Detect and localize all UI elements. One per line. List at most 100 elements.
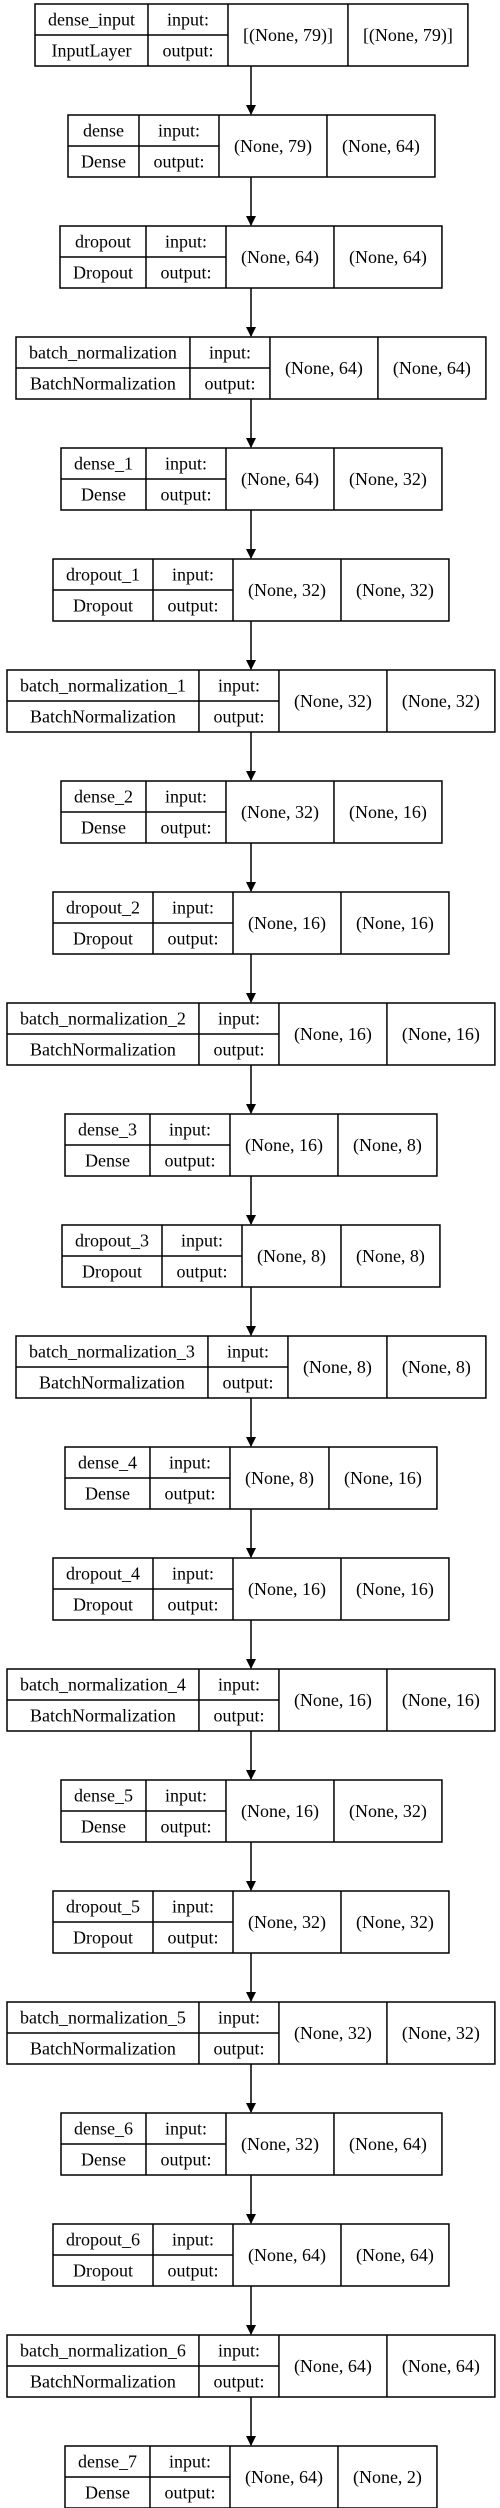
layer-type: Dense xyxy=(85,2483,130,2503)
output-label: output: xyxy=(213,1040,264,1060)
layer-type: Dense xyxy=(81,485,126,505)
layer-type: BatchNormalization xyxy=(30,1040,176,1060)
input-label: input: xyxy=(218,2341,260,2361)
input-label: input: xyxy=(165,1786,207,1806)
layer-name: dense_3 xyxy=(78,1120,137,1140)
layer-name: dense_7 xyxy=(78,2452,137,2472)
output-label: output: xyxy=(167,929,218,949)
input-shape: (None, 64) xyxy=(294,2356,372,2377)
output-shape: (None, 64) xyxy=(393,358,471,379)
layer-name: dropout_4 xyxy=(66,1564,140,1584)
output-label: output: xyxy=(176,1262,227,1282)
input-label: input: xyxy=(218,1009,260,1029)
layer-name: dense xyxy=(83,121,124,141)
output-shape: (None, 16) xyxy=(344,1468,422,1489)
output-label: output: xyxy=(160,818,211,838)
output-label: output: xyxy=(167,1928,218,1948)
layer-type: Dense xyxy=(81,2150,126,2170)
input-shape: (None, 8) xyxy=(303,1357,372,1378)
layer-name: batch_normalization_5 xyxy=(20,2008,186,2028)
output-shape: (None, 64) xyxy=(342,136,420,157)
output-label: output: xyxy=(213,2372,264,2392)
layer-type: BatchNormalization xyxy=(30,707,176,727)
input-shape: (None, 16) xyxy=(294,1024,372,1045)
output-shape: (None, 64) xyxy=(349,247,427,268)
output-shape: (None, 16) xyxy=(349,802,427,823)
layer-name: dropout_6 xyxy=(66,2230,140,2250)
layer-type: InputLayer xyxy=(52,41,132,61)
layer-type: Dense xyxy=(81,818,126,838)
layer-name: dense_6 xyxy=(74,2119,133,2139)
layer-type: Dense xyxy=(81,1817,126,1837)
input-shape: (None, 32) xyxy=(241,2134,319,2155)
layer-node: batch_normalization_4BatchNormalizationi… xyxy=(6,1668,496,1732)
layer-type: Dropout xyxy=(73,1928,133,1948)
layer-node: batch_normalization_2BatchNormalizationi… xyxy=(6,1002,496,1066)
layer-type: Dense xyxy=(85,1151,130,1171)
input-label: input: xyxy=(181,1231,223,1251)
output-label: output: xyxy=(164,1151,215,1171)
layer-type: Dropout xyxy=(73,263,133,283)
input-label: input: xyxy=(158,121,200,141)
layer-name: batch_normalization xyxy=(29,343,177,363)
input-shape: (None, 32) xyxy=(241,802,319,823)
output-shape: (None, 16) xyxy=(356,913,434,934)
input-label: input: xyxy=(172,1897,214,1917)
input-shape: (None, 8) xyxy=(257,1246,326,1267)
input-shape: (None, 79) xyxy=(234,136,312,157)
input-label: input: xyxy=(227,1342,269,1362)
output-shape: [(None, 79)] xyxy=(363,25,453,46)
input-shape: [(None, 79)] xyxy=(243,25,333,46)
output-label: output: xyxy=(160,2150,211,2170)
output-shape: (None, 8) xyxy=(356,1246,425,1267)
output-shape: (None, 2) xyxy=(353,2467,422,2488)
output-shape: (None, 32) xyxy=(402,2023,480,2044)
layer-name: dropout_1 xyxy=(66,565,140,585)
input-label: input: xyxy=(172,898,214,918)
output-label: output: xyxy=(167,1595,218,1615)
layer-name: dropout_2 xyxy=(66,898,140,918)
layer-type: BatchNormalization xyxy=(30,2039,176,2059)
output-label: output: xyxy=(204,374,255,394)
layer-type: Dropout xyxy=(73,929,133,949)
layer-type: BatchNormalization xyxy=(39,1373,185,1393)
layer-type: Dropout xyxy=(82,1262,142,1282)
layer-name: batch_normalization_1 xyxy=(20,676,186,696)
input-label: input: xyxy=(165,2119,207,2139)
output-label: output: xyxy=(164,1484,215,1504)
input-label: input: xyxy=(172,565,214,585)
output-label: output: xyxy=(213,707,264,727)
input-label: input: xyxy=(165,454,207,474)
layer-node: batch_normalization_5BatchNormalizationi… xyxy=(6,2001,496,2065)
input-shape: (None, 16) xyxy=(241,1801,319,1822)
output-shape: (None, 32) xyxy=(349,469,427,490)
input-label: input: xyxy=(169,1120,211,1140)
output-shape: (None, 32) xyxy=(356,1912,434,1933)
output-label: output: xyxy=(167,596,218,616)
layer-name: dense_1 xyxy=(74,454,133,474)
output-label: output: xyxy=(153,152,204,172)
input-label: input: xyxy=(172,2230,214,2250)
input-shape: (None, 32) xyxy=(248,580,326,601)
input-label: input: xyxy=(218,1675,260,1695)
input-label: input: xyxy=(167,10,209,30)
input-label: input: xyxy=(209,343,251,363)
output-label: output: xyxy=(160,263,211,283)
input-label: input: xyxy=(165,787,207,807)
layer-type: Dense xyxy=(85,1484,130,1504)
input-shape: (None, 32) xyxy=(248,1912,326,1933)
layer-type: BatchNormalization xyxy=(30,1706,176,1726)
output-shape: (None, 32) xyxy=(349,1801,427,1822)
